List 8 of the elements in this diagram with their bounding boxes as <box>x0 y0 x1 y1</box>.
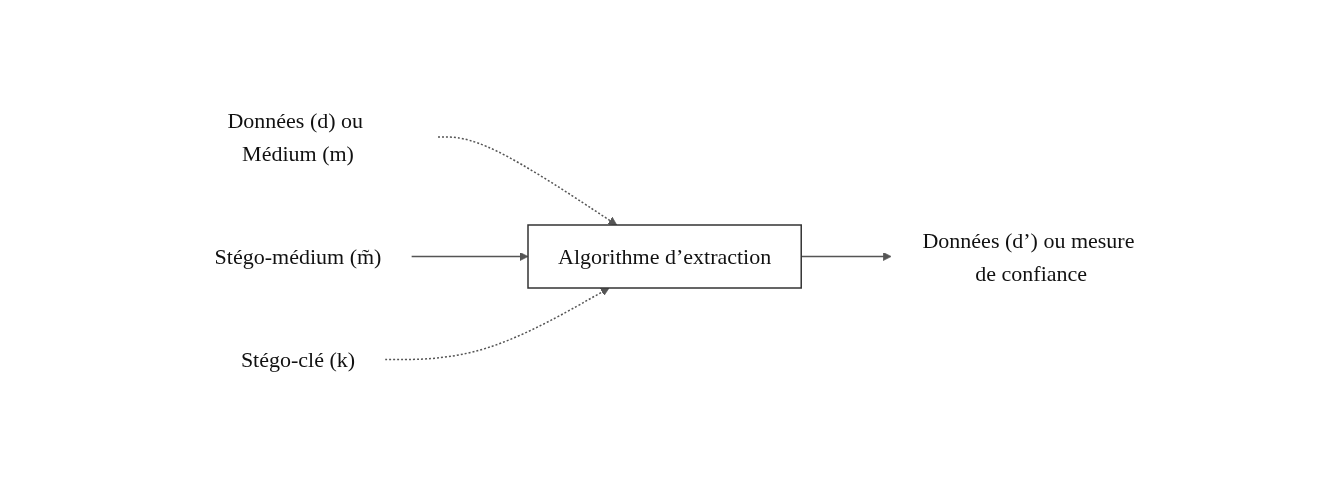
arrow <box>437 136 618 226</box>
arrow <box>384 287 610 361</box>
node-text: Stégo-médium (m̃) <box>214 244 382 269</box>
node-text: Données (d) ou Médium (m) <box>227 108 364 166</box>
node-box: Algorithme d’extraction <box>527 224 803 289</box>
arrow <box>411 252 529 261</box>
node-text: Données (d’) ou mesure de confiance <box>922 227 1135 286</box>
node-text: Stégo-clé (k) <box>241 347 356 372</box>
